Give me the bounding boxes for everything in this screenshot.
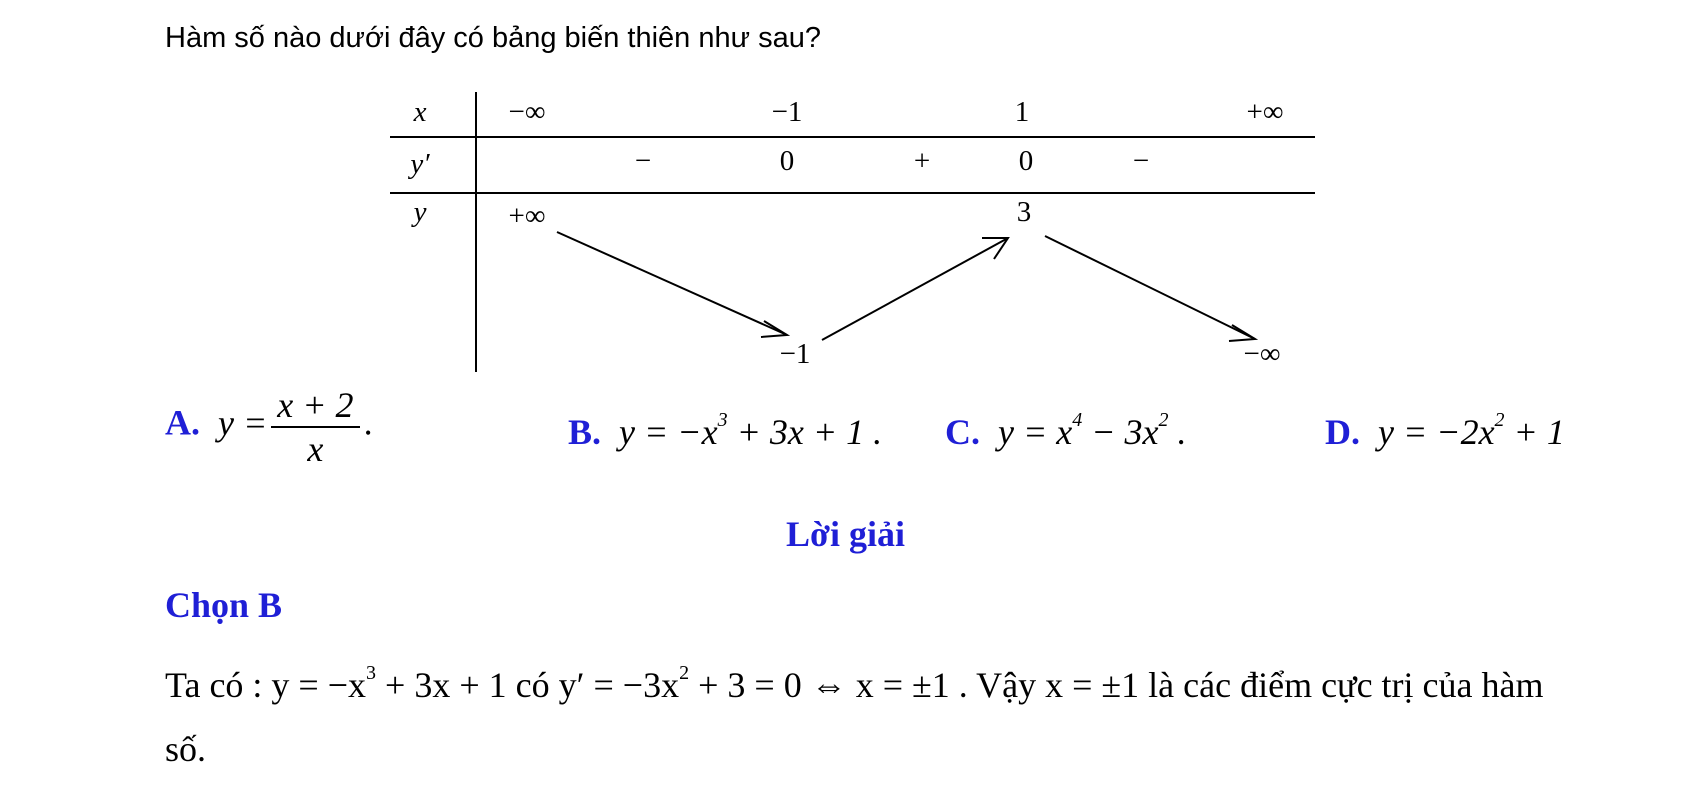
arrow-head-1 (760, 320, 791, 338)
yprime-value-2: 0 (779, 145, 795, 177)
solution-line-1-part-a: Ta có : y = −x (165, 665, 367, 705)
x-value-4: +∞ (1246, 96, 1284, 128)
row-label-yprime: y′ (410, 148, 430, 180)
option-c-text-3: . (1168, 412, 1187, 452)
option-a-lhs: y = (218, 402, 268, 443)
solution-line-2: số. (165, 729, 207, 769)
option-d-exponent-1: 2 (1494, 409, 1505, 431)
option-d-text-1: y = −2x (1378, 412, 1495, 452)
solution-line-1-part-c: + 3 = 0 ⇔ x = ±1 . Vậy x = ±1 là các điể… (689, 665, 1544, 705)
option-a-denominator: x (307, 429, 324, 469)
table-row-divider-1 (390, 136, 1315, 138)
arrow-increasing (821, 237, 1009, 341)
yprime-value-1: − (634, 145, 652, 177)
option-c-text-2: − 3x (1082, 412, 1159, 452)
option-a[interactable]: A. y = x + 2 x . (165, 385, 373, 474)
row-label-y: y (413, 196, 427, 228)
option-c-exponent-1: 4 (1072, 409, 1083, 431)
option-b-text-2: + 3x + 1 . (727, 412, 883, 452)
solution-line-1-exponent-1: 3 (366, 662, 377, 684)
option-d-label: D. (1325, 412, 1360, 452)
option-c-text-1: y = x (998, 412, 1073, 452)
option-a-numerator: x + 2 (271, 384, 360, 428)
y-value-min: −1 (779, 338, 811, 370)
y-value-end: −∞ (1243, 338, 1281, 370)
y-value-max: 3 (1016, 196, 1032, 228)
yprime-value-4: 0 (1018, 145, 1034, 177)
y-value-start: +∞ (508, 200, 546, 232)
option-d-formula: y = −2x2 + 1 (1378, 409, 1565, 452)
option-d-text-2: + 1 (1504, 412, 1565, 452)
option-c-formula: y = x4 − 3x2 . (998, 409, 1187, 452)
x-value-3: 1 (1014, 96, 1030, 128)
option-b-exponent-1: 3 (717, 409, 728, 431)
option-b-text-1: y = −x (619, 412, 718, 452)
x-value-2: −1 (771, 96, 803, 128)
option-b[interactable]: B. y = −x3 + 3x + 1 . (568, 409, 883, 453)
table-vertical-divider (475, 92, 477, 372)
arrow-decreasing-2 (1044, 235, 1256, 340)
option-b-formula: y = −x3 + 3x + 1 . (619, 409, 883, 452)
arrow-decreasing-1 (556, 231, 788, 336)
table-row-divider-2 (390, 192, 1315, 194)
option-c-label: C. (945, 412, 980, 452)
option-a-label: A. (165, 402, 200, 443)
yprime-value-3: + (913, 145, 931, 177)
x-value-1: −∞ (508, 96, 546, 128)
option-c-exponent-2: 2 (1158, 409, 1169, 431)
question-text: Hàm số nào dưới đây có bảng biến thiên n… (165, 22, 821, 54)
option-b-label: B. (568, 412, 602, 452)
solution-heading: Lời giải (786, 514, 905, 554)
option-a-tail: . (363, 402, 373, 443)
arrow-head-3 (1228, 324, 1259, 342)
option-d[interactable]: D. y = −2x2 + 1 (1325, 409, 1565, 453)
arrow-head-2 (982, 237, 1010, 260)
solution-line-1-part-b: + 3x + 1 có y′ = −3x (376, 665, 680, 705)
solution-choice: Chọn B (165, 585, 283, 625)
yprime-value-5: − (1132, 145, 1150, 177)
row-label-x: x (413, 96, 427, 128)
option-a-fraction: x + 2 x (271, 384, 360, 470)
solution-line-1-exponent-2: 2 (679, 662, 690, 684)
solution-line-1: Ta có : y = −x3 + 3x + 1 có y′ = −3x2 + … (165, 662, 1544, 706)
option-c[interactable]: C. y = x4 − 3x2 . (945, 409, 1187, 453)
